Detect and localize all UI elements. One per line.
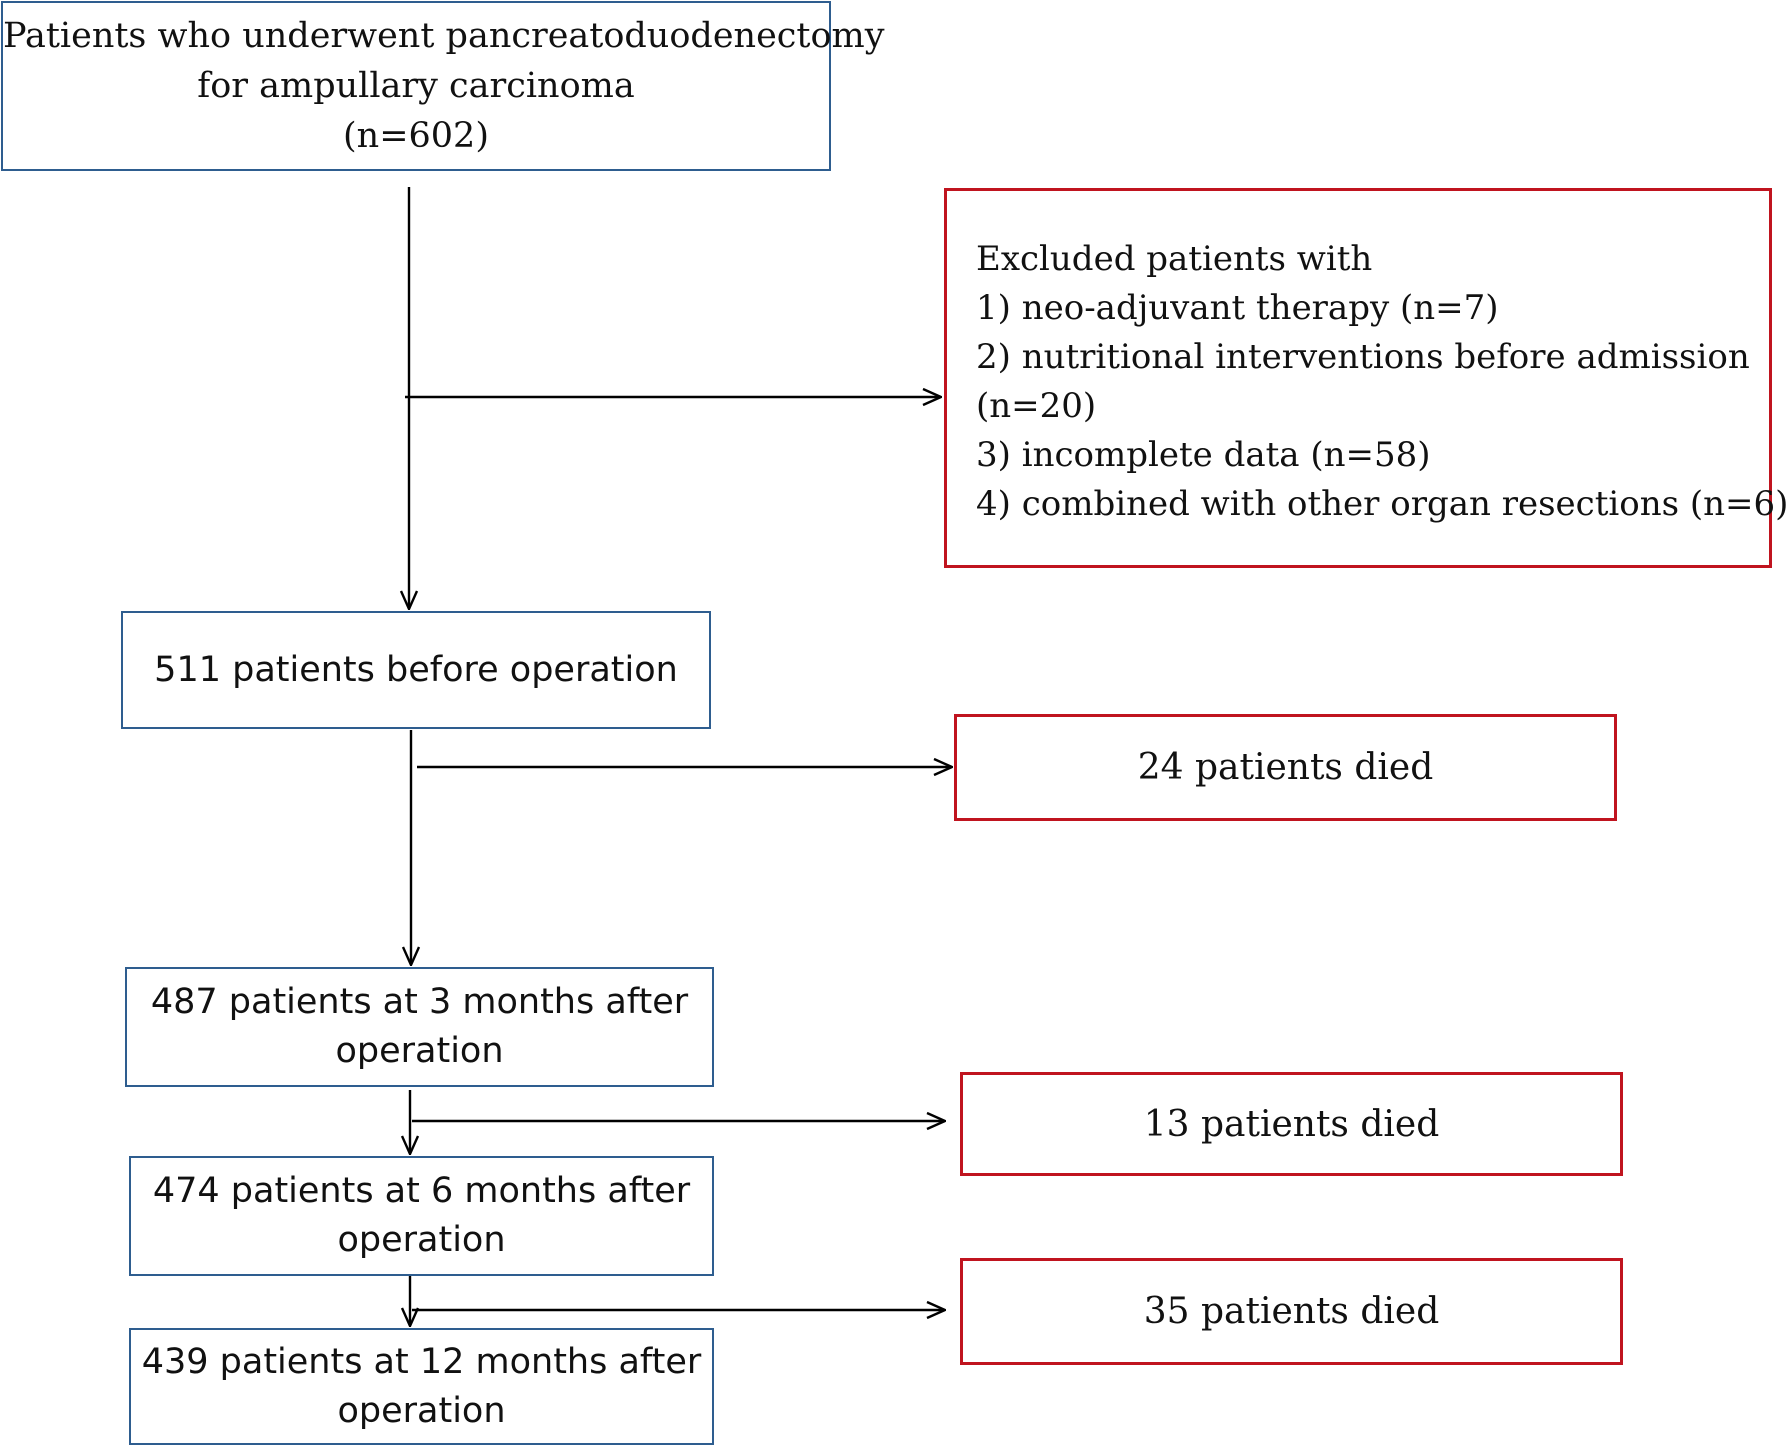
- died-label-1: 24 patients died: [1137, 747, 1434, 788]
- died-label-3: 35 patients died: [1143, 1291, 1440, 1332]
- six-month-line-1: 474 patients at 6 months after: [152, 1171, 691, 1211]
- six-month-line-2: operation: [337, 1220, 506, 1260]
- exclusion-criterion-1: 1) neo-adjuvant therapy (n=7): [976, 288, 1499, 328]
- exclusion-criterion-2: 2) nutritional interventions before admi…: [976, 337, 1750, 377]
- initial-cohort-line-2: for ampullary carcinoma: [197, 66, 635, 106]
- initial-cohort-count: (n=602): [343, 116, 489, 156]
- died-box-2: 13 patients died: [960, 1072, 1623, 1176]
- initial-cohort-line-1: Patients who underwent pancreatoduodenec…: [3, 16, 885, 56]
- six-month-box: 474 patients at 6 months after operation: [129, 1156, 714, 1276]
- exclusion-criterion-3: 3) incomplete data (n=58): [976, 435, 1431, 475]
- exclusion-criteria-box: Excluded patients with 1) neo-adjuvant t…: [944, 188, 1788, 568]
- exclusion-criterion-4: 4) combined with other organ resections …: [976, 484, 1788, 524]
- initial-cohort-box: Patients who underwent pancreatoduodenec…: [1, 1, 885, 171]
- twelve-month-line-2: operation: [337, 1390, 506, 1431]
- before-operation-label: 511 patients before operation: [154, 650, 678, 690]
- twelve-month-box: 439 patients at 12 months after operatio…: [129, 1328, 714, 1445]
- three-month-line-1: 487 patients at 3 months after: [150, 982, 689, 1022]
- exclusion-criterion-2-count: (n=20): [976, 386, 1097, 426]
- died-box-1: 24 patients died: [954, 714, 1617, 821]
- three-month-box: 487 patients at 3 months after operation: [125, 967, 714, 1087]
- before-operation-box: 511 patients before operation: [121, 611, 711, 729]
- exclusion-heading: Excluded patients with: [976, 239, 1373, 279]
- died-box-3: 35 patients died: [960, 1258, 1623, 1365]
- twelve-month-line-1: 439 patients at 12 months after: [141, 1341, 702, 1382]
- three-month-line-2: operation: [335, 1031, 504, 1071]
- died-label-2: 13 patients died: [1143, 1103, 1440, 1145]
